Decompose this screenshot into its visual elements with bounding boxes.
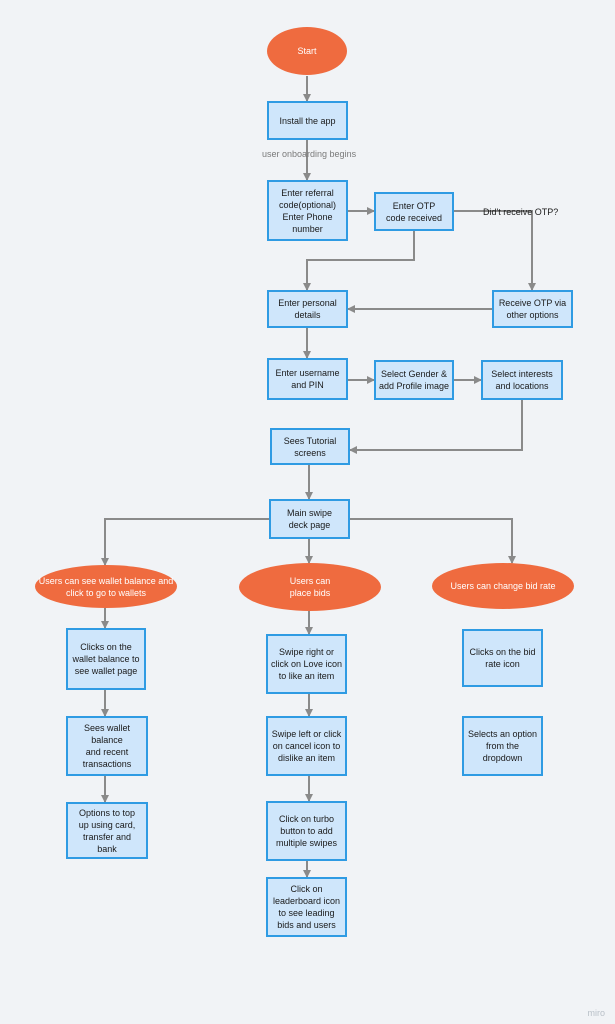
enter-otp-step: Enter OTP code received [374,192,454,231]
edge-main-wallet [101,518,269,566]
wallet-click-step: Clicks on the wallet balance to see wall… [66,628,146,690]
username-pin-step: Enter username and PIN [267,358,348,400]
main-swipe-deck-step: Main swipe deck page [269,499,350,539]
edge-otp-receive [454,210,536,291]
receive-otp-step: Receive OTP via other options [492,290,573,328]
enter-referral-step: Enter referral code(optional) Enter Phon… [267,180,348,241]
install-app-step: Install the app [267,101,348,140]
wallet-balance-oval: Users can see wallet balance and click t… [35,565,177,608]
bid-rate-icon-step: Clicks on the bid rate icon [462,629,543,687]
wallet-sees-step: Sees wallet balance and recent transacti… [66,716,148,776]
no-otp-edge-label: Did't receive OTP? [483,207,559,217]
change-bid-rate-oval: Users can change bid rate [432,563,574,609]
swipe-right-step: Swipe right or click on Love icon to lik… [266,634,347,694]
personal-details-step: Enter personal details [267,290,348,328]
place-bids-oval: Users can place bids [239,563,381,611]
start-node: Start [267,27,347,75]
interests-locations-step: Select interests and locations [481,360,563,400]
tutorial-step: Sees Tutorial screens [270,428,350,465]
dropdown-step: Selects an option from the dropdown [462,716,543,776]
edge-interests-tutorial [349,400,523,454]
miro-watermark: miro [587,1008,606,1018]
wallet-topup-step: Options to top up using card, transfer a… [66,802,148,859]
onboarding-edge-label: user onboarding begins [262,149,357,159]
gender-profile-step: Select Gender & add Profile image [374,360,454,400]
swipe-left-step: Swipe left or click on cancel icon to di… [266,716,347,776]
edge-main-bidrate [350,518,516,564]
turbo-step: Click on turbo button to add multiple sw… [266,801,347,861]
edge-otp-personal [303,231,415,291]
leaderboard-step: Click on leaderboard icon to see leading… [266,877,347,937]
